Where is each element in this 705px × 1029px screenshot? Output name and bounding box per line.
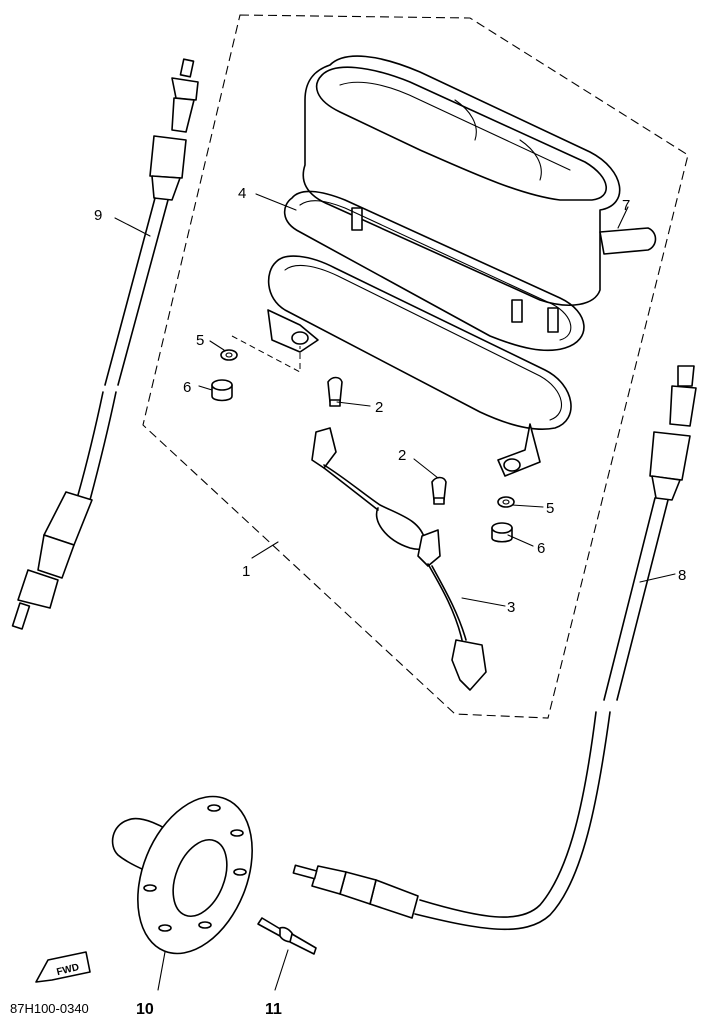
label-part-3: 3: [507, 599, 515, 616]
meter-housing: [302, 55, 657, 333]
label-part-5-left: 5: [196, 332, 204, 349]
bulb-lower: [431, 476, 447, 505]
cable-upper-left: [104, 58, 199, 386]
drive-pin: [257, 917, 317, 955]
fwd-text: FWD: [56, 962, 81, 978]
grommet-left: [220, 349, 238, 361]
cable-upper-right: [603, 365, 697, 701]
label-part-1: 1: [242, 563, 250, 580]
cable-lower-left: [11, 391, 117, 630]
collar-left: [211, 379, 233, 402]
leader-lines: [114, 193, 676, 991]
diagram-code: 87H100-0340: [10, 1001, 89, 1016]
fwd-arrow-icon: FWD: [35, 951, 91, 983]
label-part-6-right: 6: [537, 540, 545, 557]
label-part-7: 7: [622, 197, 630, 214]
label-part-2-lower: 2: [398, 447, 406, 464]
label-part-9: 9: [94, 207, 102, 224]
collar-right: [491, 522, 513, 543]
wire-harness: [311, 427, 487, 691]
grommet-right: [497, 496, 515, 508]
cable-lower-right: [292, 711, 611, 931]
label-part-4: 4: [238, 185, 246, 202]
label-part-2-upper: 2: [375, 399, 383, 416]
bulb-upper: [327, 376, 343, 407]
label-part-6-left: 6: [183, 379, 191, 396]
label-part-11: 11: [265, 1001, 282, 1018]
label-part-8: 8: [678, 567, 686, 584]
gasket-ring: [283, 190, 585, 352]
label-part-10: 10: [136, 1001, 154, 1018]
assembly-boundary: [142, 14, 689, 719]
gear-unit: [111, 795, 253, 955]
mounting-bracket: [267, 255, 572, 477]
label-part-5-right: 5: [546, 500, 554, 517]
